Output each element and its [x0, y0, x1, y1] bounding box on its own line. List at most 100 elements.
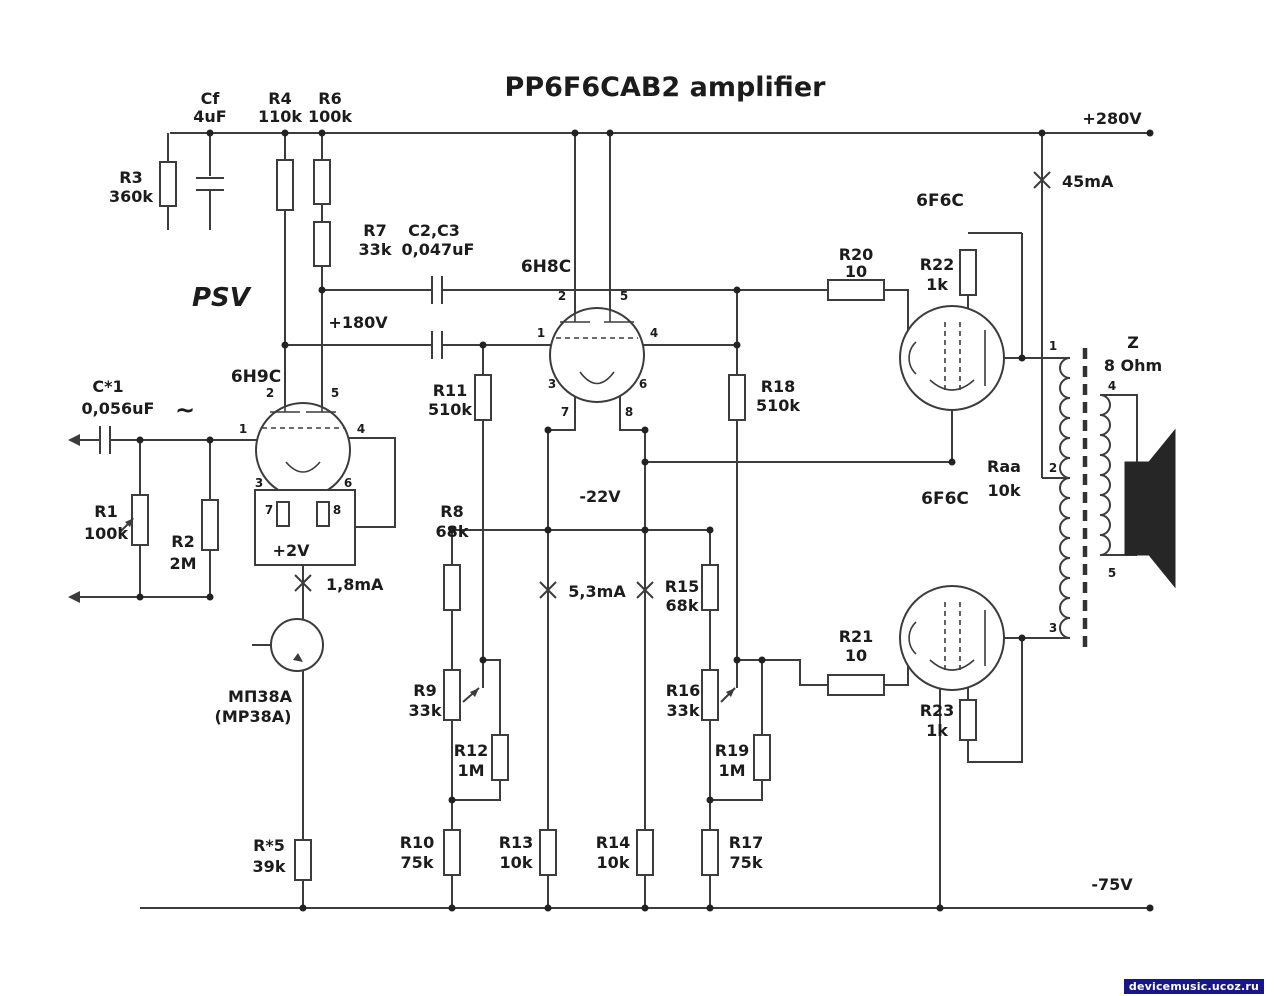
label-r6-name: R6 [318, 89, 341, 108]
resistor-r13-symbol [539, 829, 557, 876]
label-raa-name: Raa [987, 457, 1021, 476]
tube-6f6c-bottom-grids [944, 602, 961, 674]
resistor-r20-symbol [827, 279, 885, 301]
current-53ma: 5,3mA [568, 582, 626, 601]
resistor-symbols [131, 159, 977, 881]
label-r15-value: 68k [666, 596, 699, 615]
transistor-alt-label: (МР38А) [215, 707, 292, 726]
label-r22-value: 1k [926, 275, 948, 294]
label-r20-value: 10 [845, 262, 867, 281]
label-r15-name: R15 [665, 577, 700, 596]
r1-wiper-arrow-icon [125, 518, 134, 527]
label-r14-value: 10k [597, 853, 630, 872]
t1-pin2: 2 [266, 386, 274, 400]
label-r17-value: 75k [730, 853, 763, 872]
resistor-r3-symbol [159, 161, 177, 207]
label-c1-name: C*1 [92, 377, 123, 396]
resistor-r12-symbol [491, 734, 509, 781]
label-r1-value: 100k [84, 524, 128, 543]
tube-6h8c-label: 6H8C [521, 257, 571, 277]
t2-pin7: 7 [561, 405, 569, 419]
wires [80, 132, 1150, 909]
tube-6h8c-electrodes [560, 310, 634, 385]
label-r11-name: R11 [433, 381, 468, 400]
label-r18-value: 510k [756, 396, 800, 415]
t2-pin4: 4 [650, 326, 658, 340]
label-r23-value: 1k [926, 721, 948, 740]
resistor-r4-symbol [276, 159, 294, 211]
tube-6h9c-symbol [255, 402, 351, 498]
tube-6h8c-symbol [549, 307, 645, 403]
tube-6f6c-bottom-symbol [899, 585, 1005, 691]
r12-link [452, 659, 501, 801]
transformer-primary-coil [1059, 357, 1071, 639]
tube-6f6c-top-electrodes [908, 330, 986, 391]
t1-pin3: 3 [255, 476, 263, 490]
input-line [80, 426, 257, 454]
r9-wiper-arrow-icon [470, 688, 479, 697]
label-r10-name: R10 [400, 833, 435, 852]
resistor-r23-symbol [959, 699, 977, 741]
tube-6h9c-envelope [255, 402, 351, 498]
voltage-minus22: -22V [579, 487, 621, 506]
input-arrow-icon [68, 434, 80, 446]
label-r14-name: R14 [596, 833, 631, 852]
t2-pin6: 6 [639, 377, 647, 391]
t1-pin6: 6 [344, 476, 352, 490]
label-r4-value: 110k [258, 107, 302, 126]
coupling-upper [322, 276, 936, 341]
voltage-180: +180V [328, 313, 388, 332]
tube-6f6c-bottom-envelope [899, 585, 1005, 691]
psu-filter-branches [167, 133, 224, 230]
resistor-r17-symbol [701, 829, 719, 876]
resistor-r7-symbol [313, 221, 331, 267]
coupling-lower [285, 331, 551, 359]
resistor-r19-symbol [753, 734, 771, 781]
resistor-r15-symbol [701, 564, 719, 611]
label-c23-name: C2,C3 [408, 221, 460, 240]
label-z-name: Z [1127, 333, 1139, 352]
tube-6f6c-top-label: 6F6C [916, 191, 964, 211]
ground-arrow-icon [68, 591, 80, 603]
label-r12-value: 1M [457, 761, 484, 780]
t1-pin1: 1 [239, 422, 247, 436]
label-c23-value: 0,047uF [402, 240, 475, 259]
resistor-r18-symbol [728, 374, 746, 421]
cathode-column-right [619, 396, 646, 908]
label-r8-name: R8 [440, 502, 463, 521]
label-r3-value: 360k [109, 187, 153, 206]
t1-pin8: 8 [333, 503, 341, 517]
site-watermark: devicemusic.ucoz.ru [1123, 979, 1264, 994]
t1-pin7: 7 [265, 503, 273, 517]
label-r11-value: 510k [428, 400, 472, 419]
tube-6f6c-bottom-label: 6F6C [921, 489, 969, 509]
pot-r16-symbol [701, 669, 719, 721]
tube-6h9c-label: 6H9C [231, 367, 281, 387]
t2-pin8: 8 [625, 405, 633, 419]
label-r21-name: R21 [839, 627, 874, 646]
pot-r1-symbol [131, 494, 149, 546]
label-r16-value: 33k [667, 701, 700, 720]
speaker-body [1124, 461, 1150, 556]
cathode-r-left [276, 501, 290, 527]
label-raa-value: 10k [988, 481, 1021, 500]
label-r2-name: R2 [171, 532, 194, 551]
voltage-bplus: +280V [1082, 109, 1142, 128]
label-r8-value: 68k [436, 522, 469, 541]
label-r22-name: R22 [920, 255, 955, 274]
label-r7-value: 33k [359, 240, 392, 259]
resistor-r11-symbol [474, 374, 492, 421]
resistor-r6-symbol [313, 159, 331, 205]
r16-wiper-arrow-icon [726, 688, 735, 697]
ac-tilde: ~ [175, 396, 195, 424]
tube-6f6c-top-symbol [899, 305, 1005, 411]
resistor-r10-symbol [443, 829, 461, 876]
speaker-symbol [1124, 428, 1176, 589]
label-r7-name: R7 [363, 221, 386, 240]
t2-pin1: 1 [537, 326, 545, 340]
label-cf-name: Cf [201, 89, 221, 108]
t1-pin5: 5 [331, 386, 339, 400]
t2-pin5: 5 [620, 289, 628, 303]
